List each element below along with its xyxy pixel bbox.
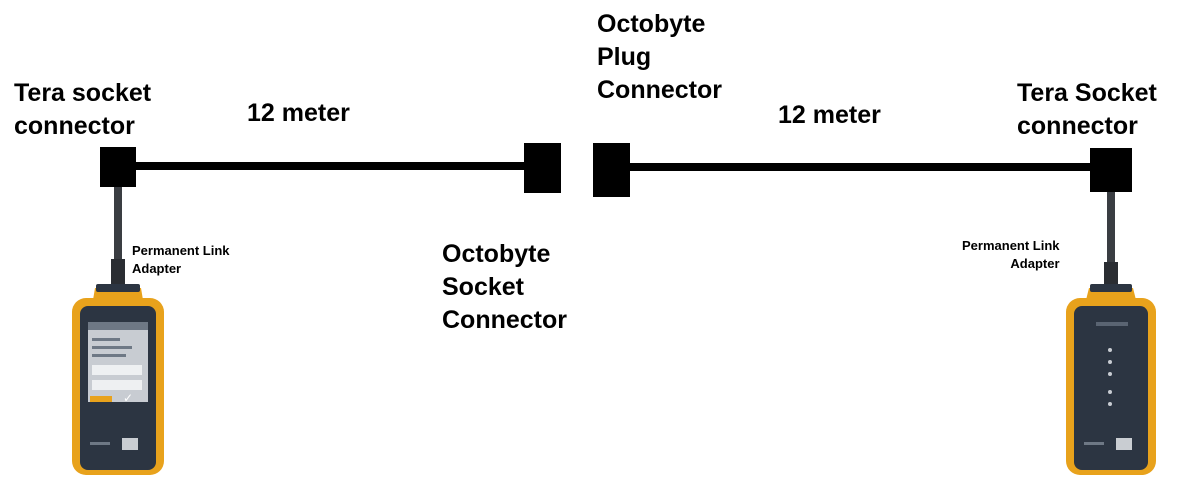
left-adapter-cable <box>93 187 143 300</box>
left-tera-socket-connector <box>100 147 136 187</box>
left-length-label: 12 meter <box>247 99 350 127</box>
octobyte-plug-label: Octobyte Plug Connector <box>597 10 722 104</box>
right-cable <box>630 163 1092 171</box>
octobyte-plug-connector <box>593 143 630 197</box>
right-adapter-label: Permanent Link Adapter <box>962 238 1060 271</box>
svg-text:✓: ✓ <box>123 391 133 405</box>
right-tester-device <box>1066 298 1156 475</box>
left-adapter-label: Permanent Link Adapter <box>132 243 230 276</box>
right-adapter-cable <box>1086 192 1136 300</box>
left-cable <box>136 162 526 170</box>
octobyte-socket-connector <box>524 143 561 193</box>
left-tester-device: ✓ <box>72 298 164 475</box>
octobyte-socket-label: Octobyte Socket Connector <box>442 240 567 334</box>
right-connector-label: Tera Socket connector <box>1017 79 1157 140</box>
right-tera-socket-connector <box>1090 148 1132 192</box>
left-connector-label: Tera socket connector <box>14 79 152 140</box>
right-length-label: 12 meter <box>778 101 881 129</box>
